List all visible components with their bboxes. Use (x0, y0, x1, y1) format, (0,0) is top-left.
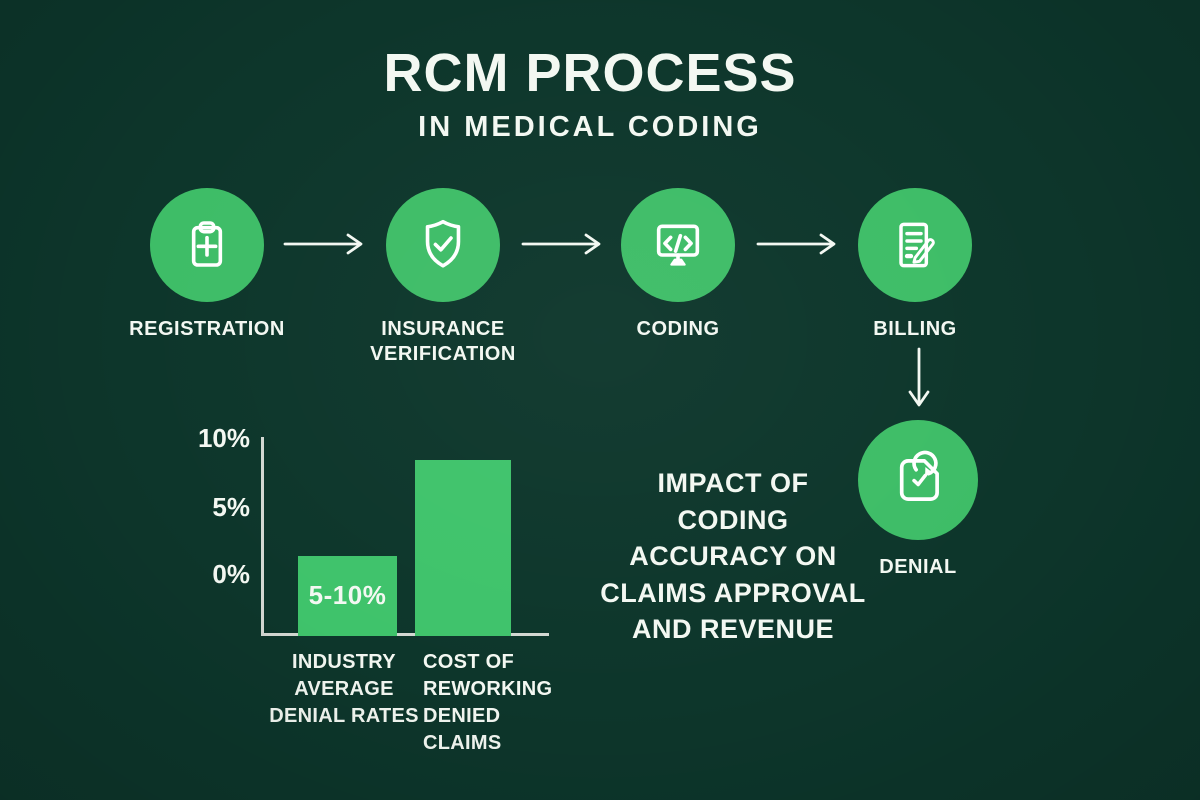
flow-step-denial: DENIAL (823, 420, 1013, 580)
step-circle (858, 188, 972, 302)
arrow-right-icon (521, 230, 605, 258)
clipboard-plus-icon (175, 213, 239, 277)
flow-step-insurance-verification: INSURANCE VERIFICATION (348, 188, 538, 367)
arrow-right-icon (283, 230, 367, 258)
page-subtitle: IN MEDICAL CODING (418, 111, 762, 143)
step-circle (386, 188, 500, 302)
impact-statement: IMPACT OF CODING ACCURACY ON CLAIMS APPR… (600, 468, 866, 644)
arrow-down-icon (905, 347, 933, 411)
step-circle (621, 188, 735, 302)
x-category-label: INDUSTRY AVERAGE DENIAL RATES (269, 651, 419, 727)
y-axis-tick: 5% (212, 492, 250, 522)
step-label: DENIAL (879, 556, 957, 578)
bar-value-label: 5-10% (308, 580, 387, 610)
y-axis-line (261, 437, 264, 636)
page-title: RCM PROCESS (383, 43, 797, 103)
x-category-label: COST OF REWORKING DENIED CLAIMS (423, 651, 553, 754)
monitor-code-icon (646, 213, 710, 277)
step-label: BILLING (873, 318, 957, 340)
step-label: CODING (636, 318, 720, 340)
denial-rates-bar-chart: 10% 5% 0% 5-10% INDUSTRY AVERAGE DENIAL … (180, 423, 590, 785)
bar-industry-average (298, 556, 397, 636)
refresh-check-icon (884, 446, 952, 514)
shield-check-icon (411, 213, 475, 277)
bar-cost-of-reworking (415, 460, 511, 636)
step-circle (858, 420, 978, 540)
document-pen-icon (883, 213, 947, 277)
flow-step-coding: CODING (583, 188, 773, 342)
arrow-right-icon (756, 230, 840, 258)
y-axis-tick: 0% (212, 559, 250, 589)
step-label: INSURANCE VERIFICATION (370, 318, 516, 365)
x-axis-line (261, 633, 549, 636)
flow-step-billing: BILLING (820, 188, 1010, 342)
step-circle (150, 188, 264, 302)
step-label: REGISTRATION (129, 318, 285, 340)
y-axis-tick: 10% (197, 423, 250, 453)
flow-step-registration: REGISTRATION (112, 188, 302, 342)
